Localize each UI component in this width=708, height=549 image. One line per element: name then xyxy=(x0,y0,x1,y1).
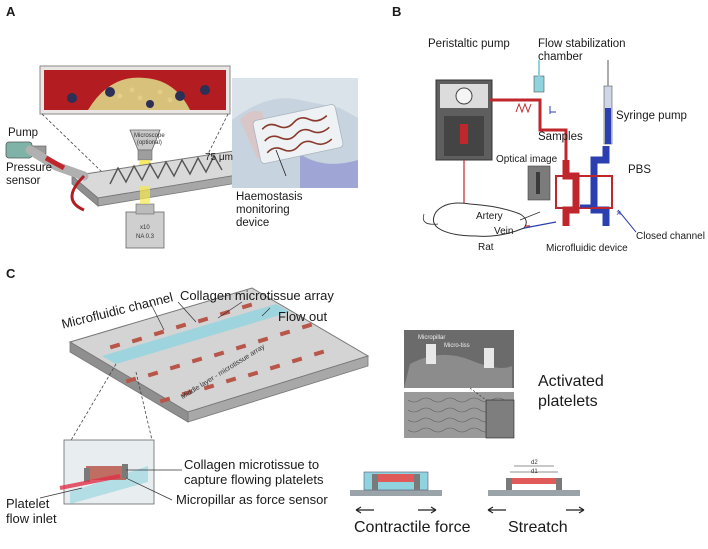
collagen-array-label: Collagen microtissue array xyxy=(180,288,334,303)
panel-c-diagram xyxy=(0,260,708,549)
panel-a-diagram xyxy=(0,0,360,260)
panel-b-letter: B xyxy=(392,4,402,19)
stretch-base xyxy=(488,490,580,496)
stretch-label: Streatch xyxy=(508,519,568,536)
objective-lens xyxy=(125,211,165,249)
clot-mass xyxy=(88,77,190,110)
svg-text:×: × xyxy=(616,208,621,218)
samples-label: Samples xyxy=(538,131,583,143)
collagen-capture-label: Collagen microtissue to capture flowing … xyxy=(184,457,324,487)
objective-na: NA 0.3 xyxy=(136,234,155,240)
panel-b-diagram: × xyxy=(380,0,708,260)
objective-magnification: x10 xyxy=(140,225,150,231)
microfluidic-channel-strip xyxy=(102,304,290,364)
microtissue-array-illustration xyxy=(39,287,585,514)
flow-chamber xyxy=(533,75,545,93)
pressure-sensor-label: Pressure sensor xyxy=(6,162,53,187)
red-channel xyxy=(562,160,580,226)
platelet-flow-inlet-label: Platelet flow inlet xyxy=(6,496,57,526)
flow-stabilization-label: Flow stabilization chamber xyxy=(538,38,626,63)
haemostasis-setup-illustration xyxy=(5,65,358,249)
microfluidic-device-label: Microfluidic device xyxy=(546,243,628,254)
pbs-label: PBS xyxy=(628,164,652,176)
closed-channel-label: Closed channel xyxy=(636,231,705,242)
vein-label: Vein xyxy=(494,226,514,237)
flow-out-label: Flow out xyxy=(278,309,328,324)
rat-label: Rat xyxy=(478,242,494,253)
activated-platelets-label: Activated platelets xyxy=(538,373,604,410)
peristaltic-pump-label: Peristaltic pump xyxy=(428,38,510,50)
syringe-pump-label: Syringe pump xyxy=(616,110,687,122)
contractile-base xyxy=(350,490,442,496)
contractile-force-label: Contractile force xyxy=(354,519,471,536)
panel-c-letter: C xyxy=(6,266,16,281)
channel-size-label: 75 μm xyxy=(205,152,233,163)
micropillar-force-label: Micropillar as force sensor xyxy=(176,492,328,507)
pump-label: Pump xyxy=(8,127,39,139)
stretch-d2-label: d2 xyxy=(531,460,538,466)
optical-image-label: Optical image xyxy=(496,154,558,165)
microscope-optional-label: Microscope (optional) xyxy=(134,133,165,146)
sem-micropillar-label: Micropillar xyxy=(418,335,446,341)
rat-outline xyxy=(432,202,527,237)
haemostasis-device-label: Haemostasis monitoring device xyxy=(236,191,303,229)
blue-channel xyxy=(590,146,610,226)
stretch-d1-label: d1 xyxy=(531,469,538,475)
artery-label: Artery xyxy=(476,211,503,222)
rat-perfusion-setup: × xyxy=(422,60,637,237)
panel-a-letter: A xyxy=(6,4,16,19)
sem-microtissue-label: Micro-tiss xyxy=(444,343,470,349)
